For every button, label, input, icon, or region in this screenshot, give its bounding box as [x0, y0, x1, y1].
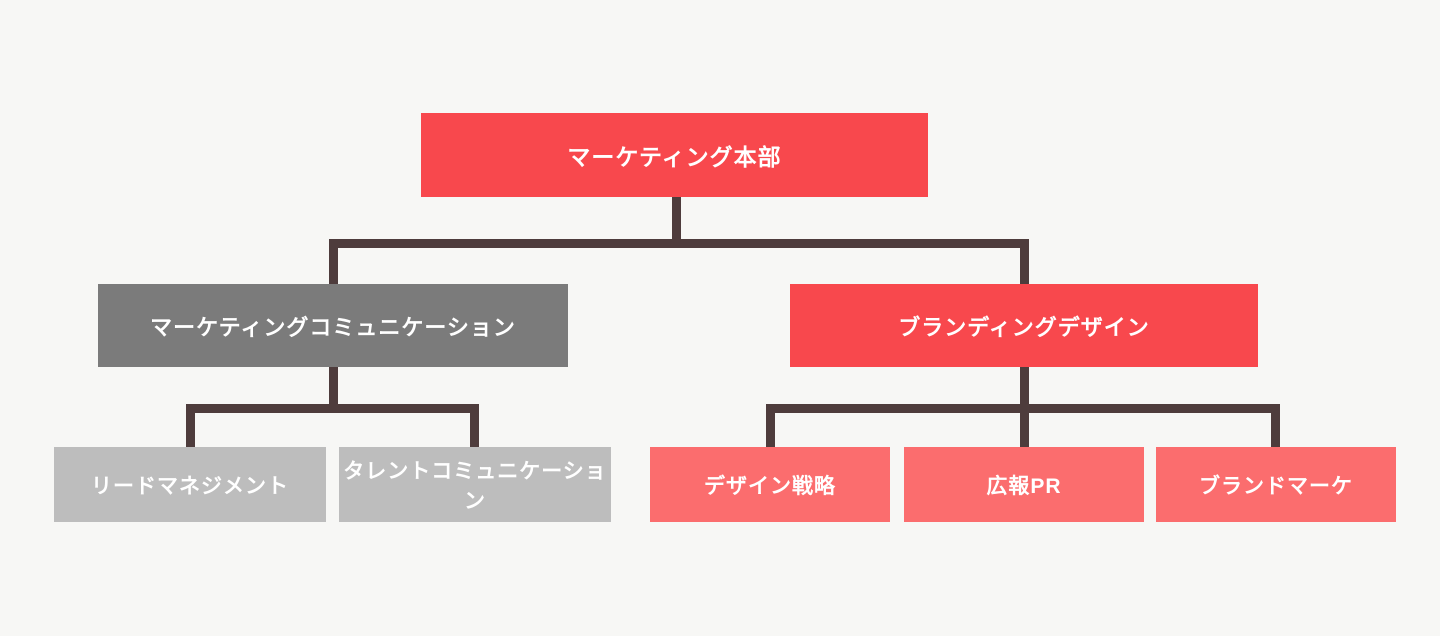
org-node-design-strategy: デザイン戦略 — [650, 447, 890, 522]
org-node-branding-design: ブランディングデザイン — [790, 284, 1258, 367]
connector-drop-lead — [186, 404, 195, 447]
connector-marcom-stem — [329, 367, 338, 413]
connector-marcom-rail — [186, 404, 479, 413]
connector-drop-branding — [1020, 239, 1029, 284]
connector-drop-brandmarke — [1271, 404, 1280, 447]
org-node-lead-management: リードマネジメント — [54, 447, 326, 522]
org-node-pr: 広報PR — [904, 447, 1144, 522]
connector-branding-rail — [766, 404, 1280, 413]
org-node-brand-marketing: ブランドマーケ — [1156, 447, 1396, 522]
org-node-marketing-hq: マーケティング本部 — [421, 113, 928, 197]
connector-root-stem — [672, 197, 681, 248]
connector-drop-marcom — [329, 239, 338, 284]
org-node-marketing-communication: マーケティングコミュニケーション — [98, 284, 568, 367]
org-node-talent-communication: タレントコミュニケーション — [339, 447, 611, 522]
connector-drop-design — [766, 404, 775, 447]
connector-drop-talent — [470, 404, 479, 447]
connector-level1-rail — [329, 239, 1029, 248]
